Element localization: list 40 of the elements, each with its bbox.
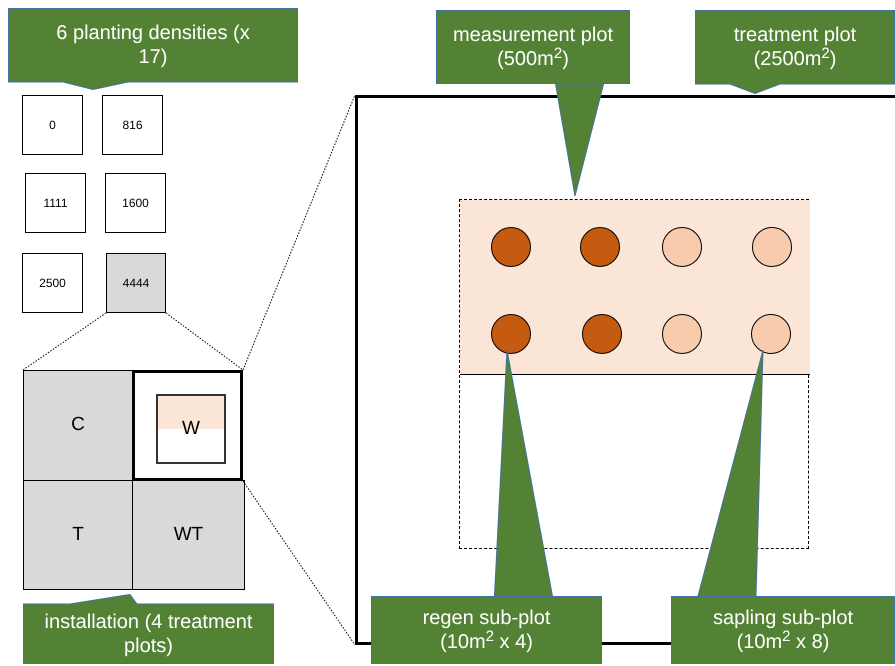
label-text: sapling sub-plot (10m$^{2}$ x 8)	[712, 606, 854, 654]
treatment-plot-box	[23, 480, 133, 590]
density-plot-box	[25, 173, 86, 233]
label-text: regen sub-plot (10m$^{2}$ x 4)	[422, 606, 552, 654]
label-text: T	[72, 522, 84, 547]
zoom-line	[242, 94, 356, 370]
measurement-plot-box	[156, 394, 226, 464]
callout-pointer	[554, 84, 604, 196]
treatment-plot-box	[23, 370, 133, 481]
callout-box	[371, 596, 602, 664]
label-text: 1111	[43, 195, 68, 212]
label-text: treatment plot (2500m$^{2}$)	[732, 23, 858, 71]
density-plot-box	[106, 253, 166, 313]
label-text: 0	[49, 117, 56, 134]
treatment-plot-box	[132, 480, 245, 590]
label-text: installation (4 treatment plots)	[44, 610, 254, 658]
label-text: W	[182, 416, 200, 441]
callout-box	[8, 8, 298, 90]
label-text: 816	[122, 117, 143, 134]
label-text: 4444	[122, 275, 150, 292]
label-text: WT	[174, 522, 204, 547]
label-text: 6 planting densities (x 17)	[55, 21, 251, 69]
zoom-line	[22, 312, 106, 370]
measurement-plot-area	[460, 200, 810, 375]
label-text: measurement plot (500m$^{2}$)	[452, 23, 614, 71]
callout-box	[671, 596, 895, 664]
callout-box	[23, 594, 274, 664]
treatment-plot-box	[132, 370, 243, 481]
zoom-line	[242, 480, 356, 646]
label-text: 2500	[39, 275, 66, 292]
label-text: C	[71, 413, 85, 438]
density-plot-box	[22, 253, 83, 313]
callout-box	[695, 10, 895, 94]
density-plot-box	[105, 173, 166, 233]
density-plot-box	[102, 95, 163, 155]
label-text: 1600	[122, 195, 149, 212]
callout-pointer	[494, 350, 554, 596]
zoom-line	[166, 312, 244, 370]
callout-pointer	[697, 350, 764, 596]
density-plot-box	[22, 95, 83, 155]
